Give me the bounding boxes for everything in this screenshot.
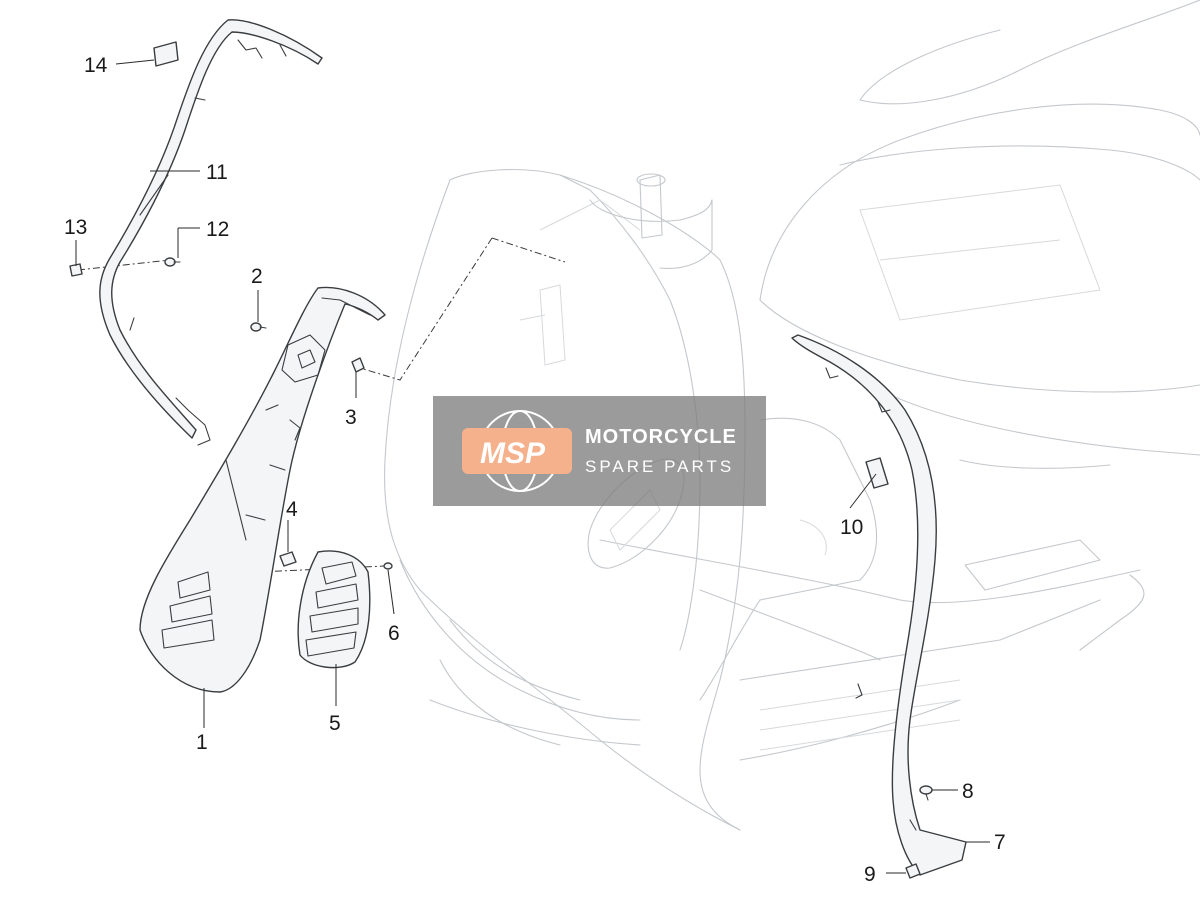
part-8-screw (919, 785, 933, 801)
callout-4: 4 (286, 498, 298, 521)
fasteners (69, 257, 933, 879)
callout-7: 7 (994, 831, 1006, 854)
part-12-screw (164, 257, 181, 267)
watermark-line2: SPARE PARTS (585, 457, 734, 476)
part-6-screw (383, 562, 393, 570)
callout-14: 14 (84, 54, 108, 77)
callout-10: 10 (840, 516, 863, 539)
callout-labels: 1 2 3 4 5 6 7 8 9 10 11 12 13 14 (64, 54, 1006, 886)
part-7-right-trim (791, 334, 967, 876)
callout-6: 6 (388, 622, 400, 645)
msp-logo-text: MSP (480, 437, 546, 470)
part-3-clip (351, 357, 365, 373)
part-13-nut (69, 263, 83, 277)
part-4-clip (279, 551, 297, 567)
callout-12: 12 (206, 218, 229, 241)
callout-1: 1 (196, 731, 208, 754)
part-1-leg-shield-cover (139, 286, 386, 693)
part-9-clip (905, 863, 921, 879)
callout-11: 11 (206, 161, 228, 184)
callout-9: 9 (864, 863, 876, 886)
part-2-screw (250, 322, 267, 332)
callout-8: 8 (962, 780, 974, 803)
part-5-grille (297, 550, 371, 669)
scooter-body-outline (384, 0, 1200, 831)
callout-3: 3 (345, 406, 357, 429)
part-14-pad (153, 41, 179, 67)
msp-logo-box (462, 428, 572, 474)
callout-13: 13 (64, 216, 87, 239)
callout-5: 5 (329, 712, 341, 735)
watermark-line1: MOTORCYCLE (585, 426, 737, 448)
part-11-left-trim (99, 19, 323, 446)
leader-lines (75, 59, 990, 874)
callout-2: 2 (251, 265, 263, 288)
watermark: MSP MOTORCYCLE SPARE PARTS (433, 396, 766, 506)
